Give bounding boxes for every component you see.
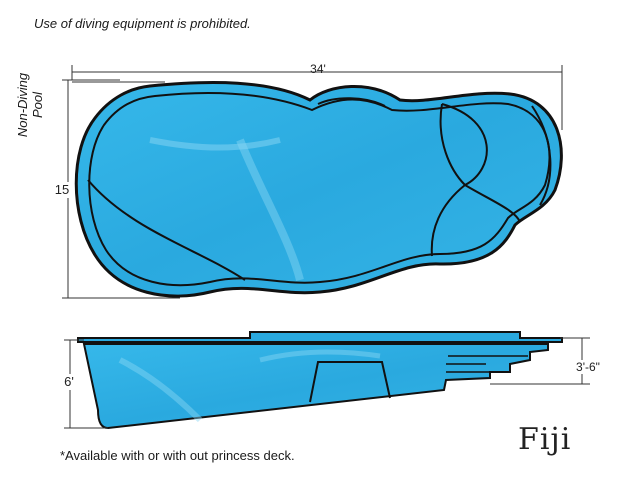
pool-deck-outline <box>77 331 563 343</box>
model-name: Fiji <box>518 422 572 457</box>
center-bench <box>309 361 391 403</box>
step-lines <box>446 355 528 373</box>
water-reflection <box>149 137 281 151</box>
center-step-curve <box>317 97 386 107</box>
section-view: 6' 3'-6" <box>58 331 606 430</box>
right-seat-curve <box>531 105 552 206</box>
water-reflection <box>259 349 381 363</box>
length-dimension <box>71 65 563 130</box>
water-reflection <box>236 138 304 281</box>
deep-end-label-bg <box>58 374 80 390</box>
shallow-end-label: 3'-6" <box>576 360 600 374</box>
left-bench-curve <box>87 179 246 281</box>
pool-inner-ledge <box>88 91 551 287</box>
pool-outline-plan <box>74 81 563 298</box>
diving-warning-note: Use of diving equipment is prohibited. <box>34 16 251 31</box>
length-label: 34' <box>310 62 326 76</box>
plan-view: 34' 15 <box>52 62 563 299</box>
shallow-end-label-bg <box>566 360 606 374</box>
princess-deck-note: *Available with or with out princess dec… <box>60 448 295 463</box>
deep-end-label: 6' <box>64 374 74 389</box>
right-step-curve-2 <box>439 103 521 223</box>
width-label-bg <box>52 182 72 198</box>
water-reflection <box>118 357 203 423</box>
width-label: 15 <box>55 182 69 197</box>
